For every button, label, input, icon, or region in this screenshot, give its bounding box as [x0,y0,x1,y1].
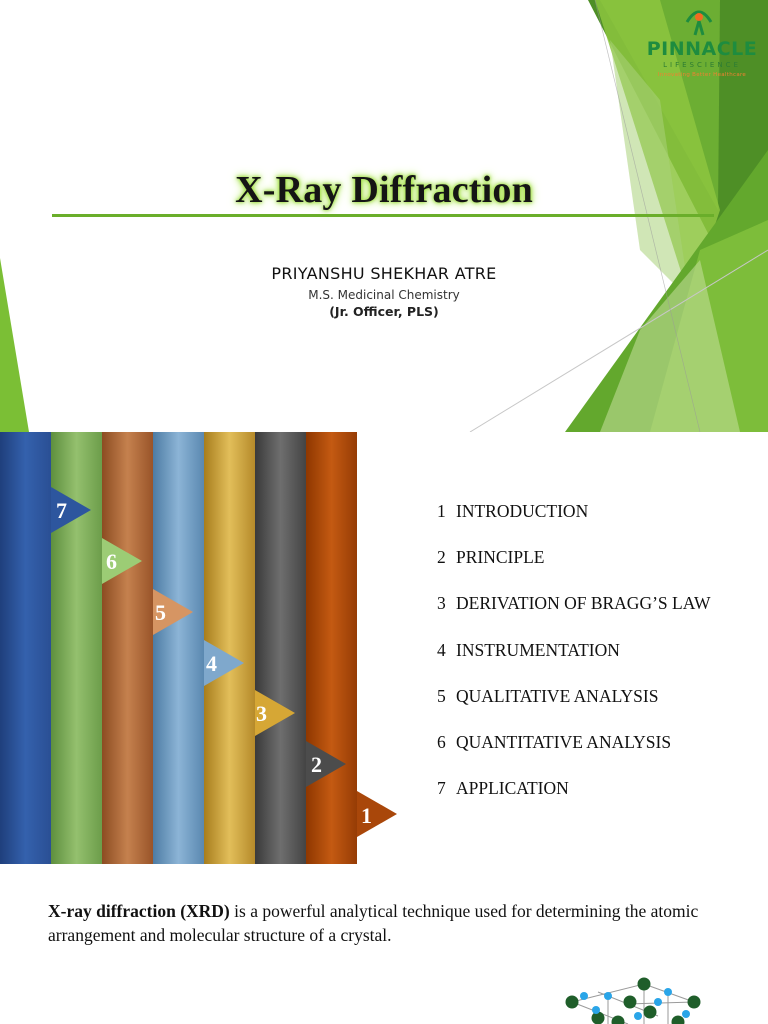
agenda-item-label: PRINCIPLE [456,547,545,568]
svg-text:3: 3 [256,701,267,726]
agenda-item-number: 1 [437,501,446,521]
svg-text:7: 7 [56,498,67,523]
agenda-item-label: DERIVATION OF BRAGG’S LAW [456,593,711,614]
company-logo: PINNACLE LIFESCIENCE Innovating Better H… [640,8,764,84]
xrd-definition: is a powerful analytical technique used … [48,901,699,945]
agenda-item-label: APPLICATION [456,778,569,799]
agenda-item-number: 2 [437,547,446,568]
xrd-term: X-ray diffraction (XRD) [48,901,230,921]
agenda-item-label: INTRODUCTION [456,501,589,521]
logo-tagline: Innovating Better Healthcare [657,72,747,78]
marker-7: 7 [51,487,91,533]
agenda-item-number: 4 [437,639,446,660]
agenda-item-number: 6 [437,731,446,752]
svg-text:6: 6 [106,549,117,574]
marker-4: 4 [204,640,244,686]
agenda-item-instrumentation: 4 INSTRUMENTATION [437,639,757,685]
author-role: (Jr. Officer, PLS) [329,304,439,319]
agenda-item-label: QUANTITATIVE ANALYSIS [456,731,672,752]
title-slide: PINNACLE LIFESCIENCE Innovating Better H… [0,0,768,432]
marker-3: 3 [255,690,295,736]
svg-text:2: 2 [311,752,322,777]
svg-text:5: 5 [155,600,166,625]
logo-name: PINNACLE [646,38,758,60]
svg-text:4: 4 [206,651,217,676]
agenda-slide: 7 6 5 4 3 2 1 1 INTRODUCTION 2 PRINCIPLE [0,432,768,864]
agenda-item-number: 7 [437,778,446,799]
crystal-lattice-image [565,977,701,1024]
marker-5: 5 [153,589,193,635]
agenda-item-qualitative: 5 QUALITATIVE ANALYSIS [437,685,757,731]
green-decoration [0,0,768,432]
logo-figure-icon [685,10,713,36]
agenda-item-braggs-law: 3 DERIVATION OF BRAGG’S LAW [437,592,757,638]
agenda-item-introduction: 1 INTRODUCTION [437,500,757,546]
marker-1: 1 [357,791,397,837]
author-name: PRIYANSHU SHEKHAR ATRE [271,264,497,283]
svg-text:1: 1 [361,803,372,828]
agenda-stripes: 7 6 5 4 3 2 1 [0,432,397,864]
agenda-list: 1 INTRODUCTION 2 PRINCIPLE 3 DERIVATION OF … [437,500,757,823]
author-degree: M.S. Medicinal Chemistry [308,288,460,302]
xrd-description: X-ray diffraction (XRD) is a powerful an… [48,899,748,947]
title-underline [52,214,714,217]
agenda-item-principle: 2 PRINCIPLE [437,546,757,592]
agenda-item-quantitative: 6 QUANTITATIVE ANALYSIS [437,731,757,777]
agenda-item-number: 3 [437,593,446,614]
agenda-item-number: 5 [437,685,446,706]
agenda-item-label: INSTRUMENTATION [456,639,620,660]
marker-2: 2 [306,741,346,787]
slide-title: X-Ray Diffraction [235,169,533,211]
marker-6: 6 [102,538,142,584]
agenda-item-application: 7 APPLICATION [437,777,757,823]
agenda-item-label: QUALITATIVE ANALYSIS [456,685,659,706]
logo-subtitle: LIFESCIENCE [663,61,741,69]
